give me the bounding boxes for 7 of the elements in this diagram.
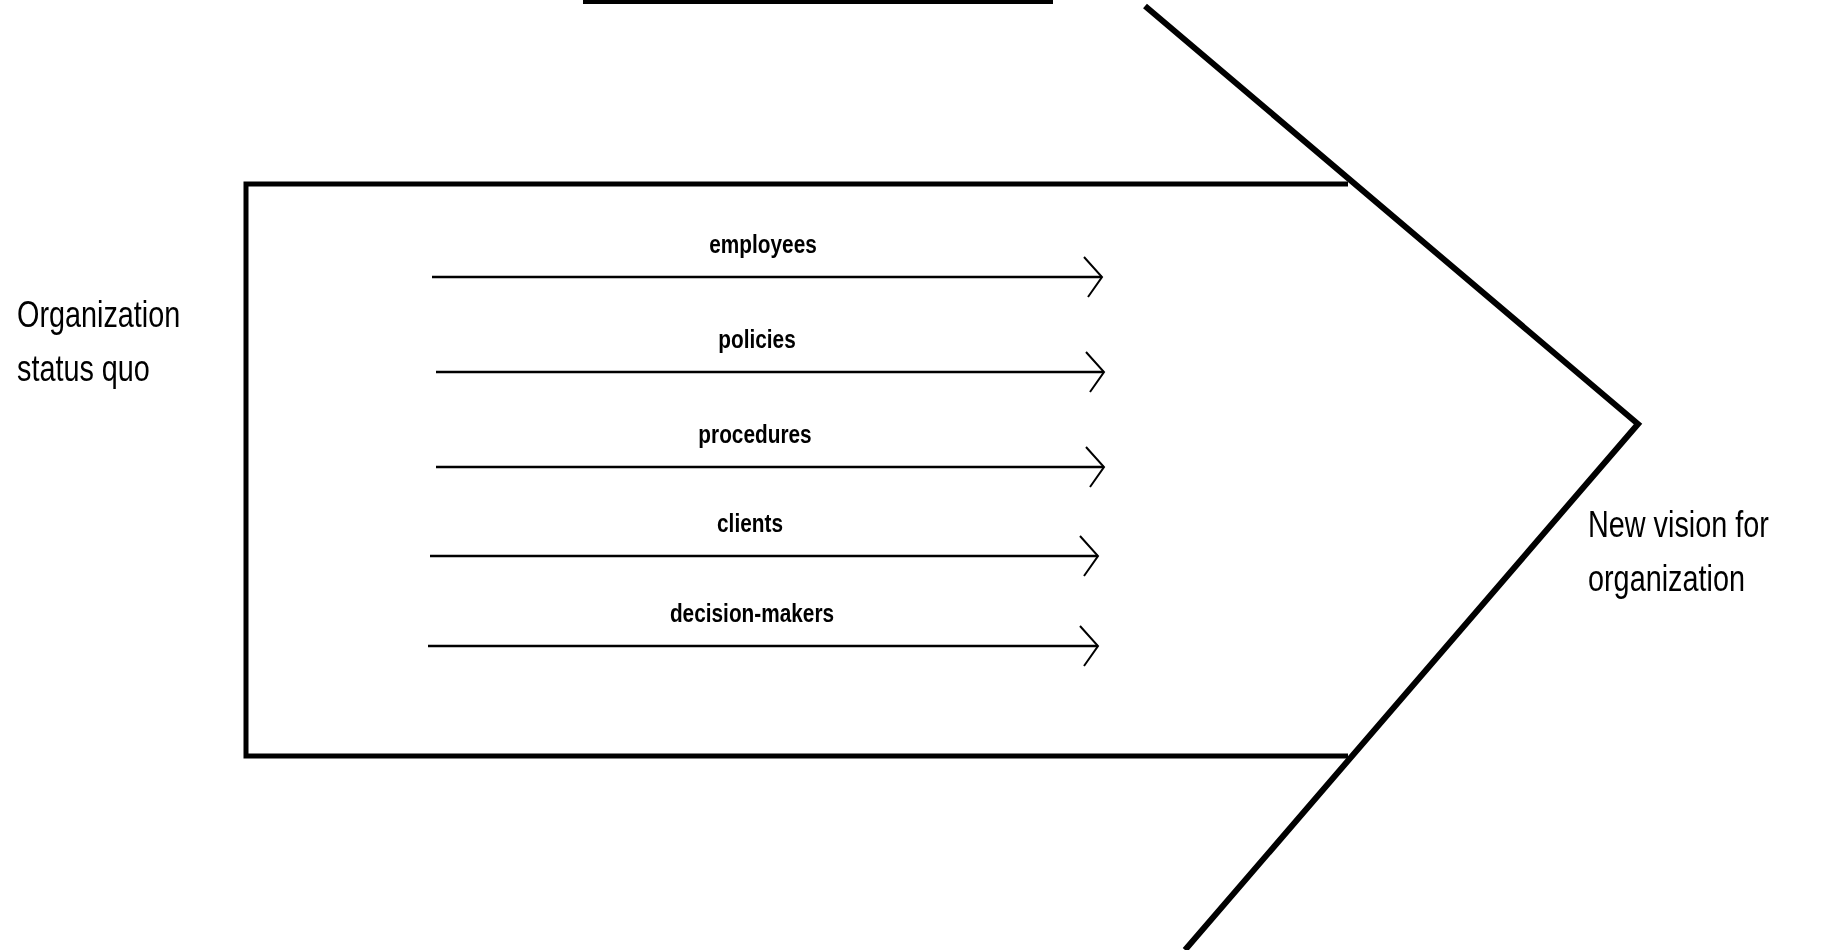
arrow-label: policies [718, 324, 796, 355]
arrow-label: decision-makers [669, 598, 835, 629]
arrow-label: clients [717, 508, 783, 539]
arrow-label: employees [709, 229, 817, 260]
stage-label: Organization status quo [17, 293, 182, 391]
arrow-label: procedures [698, 419, 812, 450]
stage-label: New vision for organization [1588, 503, 1770, 601]
